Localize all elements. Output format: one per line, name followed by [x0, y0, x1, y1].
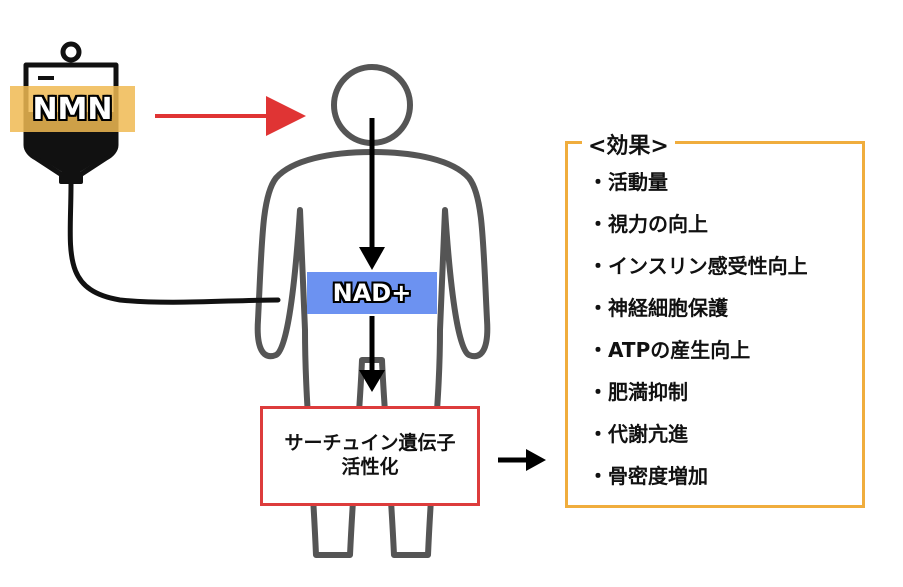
- effect-insulin: インスリン感受性向上: [608, 254, 808, 278]
- effect-bone-density: 骨密度増加: [608, 464, 708, 488]
- bullet-icon: ・: [588, 422, 608, 446]
- head-to-nad-arrow: [359, 118, 385, 270]
- iv-tube: [67, 181, 281, 305]
- sirtuin-activation-box: サーチュイン遺伝子 活性化: [260, 406, 480, 506]
- iv-hook: [60, 41, 82, 63]
- iv-bag-icon: [23, 41, 281, 305]
- bullet-icon: ・: [588, 464, 608, 488]
- sirtuin-line2: 活性化: [341, 456, 399, 478]
- list-item: ・神経細胞保護: [588, 292, 808, 334]
- effect-activity: 活動量: [608, 170, 668, 194]
- effect-neuroprotection: 神経細胞保護: [608, 296, 728, 320]
- nmn-label: NMN: [10, 86, 135, 132]
- bullet-icon: ・: [588, 380, 608, 404]
- effect-atp: ATPの産生向上: [608, 338, 751, 362]
- nad-label: NAD+: [307, 272, 437, 314]
- sirtuin-to-effects-arrow: [498, 449, 546, 471]
- nad-to-sirtuin-arrow: [359, 316, 385, 392]
- effects-box: [565, 141, 865, 508]
- list-item: ・ATPの産生向上: [588, 334, 808, 376]
- iv-drip-chamber: [59, 172, 83, 184]
- bullet-icon: ・: [588, 338, 608, 362]
- list-item: ・代謝亢進: [588, 418, 808, 460]
- list-item: ・肥満抑制: [588, 376, 808, 418]
- bullet-icon: ・: [588, 254, 608, 278]
- list-item: ・視力の向上: [588, 208, 808, 250]
- effects-title: <効果>: [582, 128, 675, 160]
- bullet-icon: ・: [588, 170, 608, 194]
- sirtuin-line1: サーチュイン遺伝子: [284, 432, 456, 455]
- effect-metabolism: 代謝亢進: [608, 422, 688, 446]
- bullet-icon: ・: [588, 212, 608, 236]
- effect-vision: 視力の向上: [608, 212, 708, 236]
- list-item: ・活動量: [588, 166, 808, 208]
- effects-list: ・活動量 ・視力の向上 ・インスリン感受性向上 ・神経細胞保護 ・ATPの産生向…: [588, 166, 808, 502]
- list-item: ・インスリン感受性向上: [588, 250, 808, 292]
- bullet-icon: ・: [588, 296, 608, 320]
- effect-obesity: 肥満抑制: [608, 380, 688, 404]
- list-item: ・骨密度増加: [588, 460, 808, 502]
